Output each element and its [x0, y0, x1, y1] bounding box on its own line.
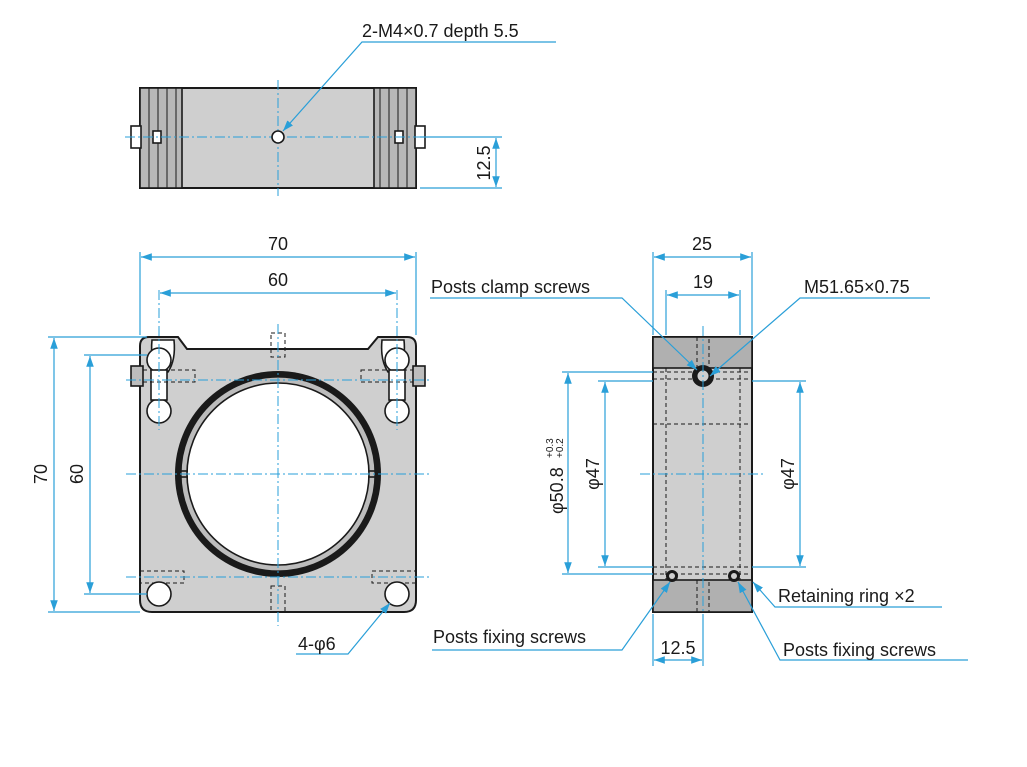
front-width-holes-dim: 60 [268, 270, 288, 290]
clamp-screws-label: Posts clamp screws [431, 277, 590, 297]
fixing-screws-right-label: Posts fixing screws [783, 640, 936, 660]
front-width-outer-dim: 70 [268, 234, 288, 254]
thread-label: M51.65×0.75 [804, 277, 910, 297]
side-width-inner-dim: 19 [693, 272, 713, 292]
bore-left-dim: φ47 [583, 458, 603, 490]
svg-text:φ50.8: φ50.8 [547, 467, 567, 514]
side-bottom-dim: 12.5 [660, 638, 695, 658]
front-height-holes-dim: 60 [67, 464, 87, 484]
front-view: 70 60 70 60 4-φ6 [31, 234, 432, 655]
fixing-screws-left-label: Posts fixing screws [433, 627, 586, 647]
side-width-outer-dim: 25 [692, 234, 712, 254]
top-height-dim: 12.5 [474, 145, 494, 180]
svg-text:+0.2: +0.2 [555, 438, 566, 458]
svg-text:+0.3: +0.3 [545, 438, 556, 458]
side-view: 25 19 Posts clamp screws M51.65×0.75 φ50… [430, 234, 968, 666]
bore-main-dim: φ50.8 +0.3 +0.2 [545, 438, 567, 514]
upper-left-mount-hole [130, 339, 196, 424]
front-height-outer-dim: 70 [31, 464, 51, 484]
retaining-ring-label: Retaining ring ×2 [778, 586, 915, 606]
top-view-right-ribs [373, 87, 417, 189]
hole-callout-label: 4-φ6 [298, 634, 336, 654]
top-view: 2-M4×0.7 depth 5.5 12.5 [125, 21, 556, 196]
bore-right-dim: φ47 [778, 458, 798, 490]
thread-callout-label: 2-M4×0.7 depth 5.5 [362, 21, 519, 41]
m4-tapped-hole [271, 130, 285, 144]
